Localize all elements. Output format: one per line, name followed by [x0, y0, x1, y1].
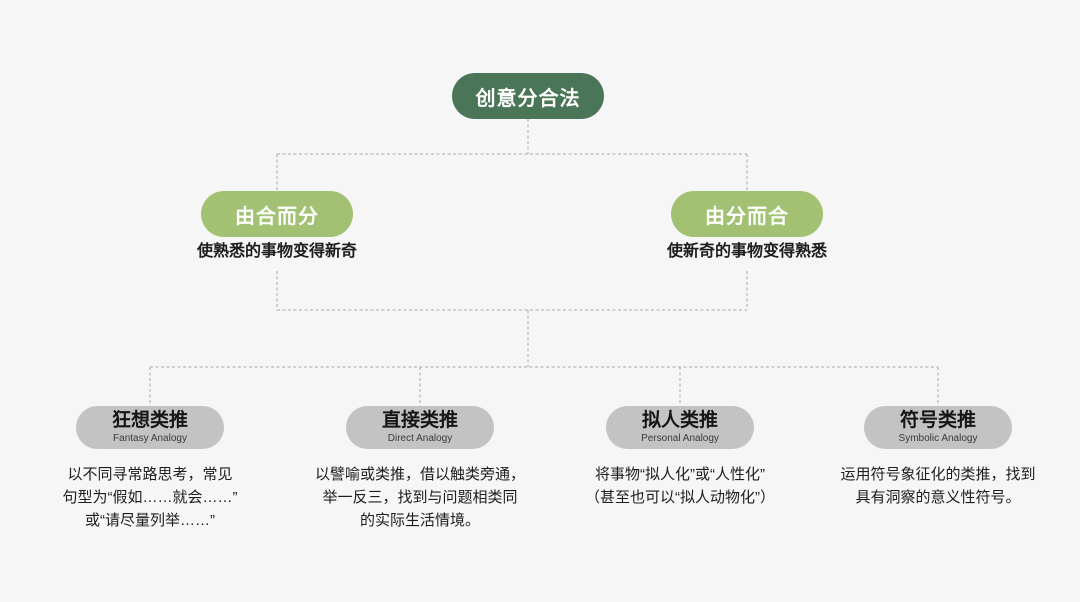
leaf-node-personal-analogy: 拟人类推 Personal Analogy [606, 406, 754, 449]
leaf-description-direct: 以譬喻或类推，借以触类旁通， 举一反三，找到与问题相类同 的实际生活情境。 [314, 466, 525, 529]
leaf-subtitle-personal: Personal Analogy [641, 433, 719, 445]
leaf-node-direct-analogy: 直接类推 Direct Analogy [346, 406, 494, 449]
leaf-node-symbolic-analogy: 符号类推 Symbolic Analogy [864, 406, 1012, 449]
leaf-title-direct: 直接类推 [381, 409, 458, 431]
connector-branches-to-bus [276, 271, 748, 367]
leaf-description-symbolic: 运用符号象征化的类推，找到 具有洞察的意义性符号。 [840, 466, 1036, 506]
leaf-title-fantasy: 狂想类推 [111, 409, 188, 431]
branch-caption-merge: 使新奇的事物变得熟悉 [666, 243, 827, 260]
leaf-description-fantasy: 以不同寻常路思考，常见 句型为“假如……就会……” 或“请尽量列举……” [62, 466, 238, 529]
branch-node-merge: 由分而合 [671, 191, 823, 237]
leaf-subtitle-direct: Direct Analogy [387, 433, 453, 445]
connector-bus-to-leaves [149, 366, 939, 406]
leaf-title-personal: 拟人类推 [641, 409, 718, 431]
connector-root-to-branches [276, 119, 748, 191]
leaf-node-fantasy-analogy: 狂想类推 Fantasy Analogy [76, 406, 224, 449]
leaf-title-symbolic: 符号类推 [899, 409, 976, 431]
root-node-label: 创意分合法 [475, 87, 581, 110]
branch-node-merge-label: 由分而合 [705, 205, 789, 228]
leaf-description-personal: 将事物“拟人化”或“人性化” （甚至也可以“拟人动物化”） [585, 466, 775, 506]
branch-node-split-label: 由合而分 [235, 205, 319, 228]
branch-node-split: 由合而分 [201, 191, 353, 237]
root-node: 创意分合法 [452, 73, 604, 119]
leaf-subtitle-fantasy: Fantasy Analogy [113, 433, 187, 445]
leaf-subtitle-symbolic: Symbolic Analogy [898, 433, 978, 445]
branch-caption-split: 使熟悉的事物变得新奇 [196, 243, 357, 260]
